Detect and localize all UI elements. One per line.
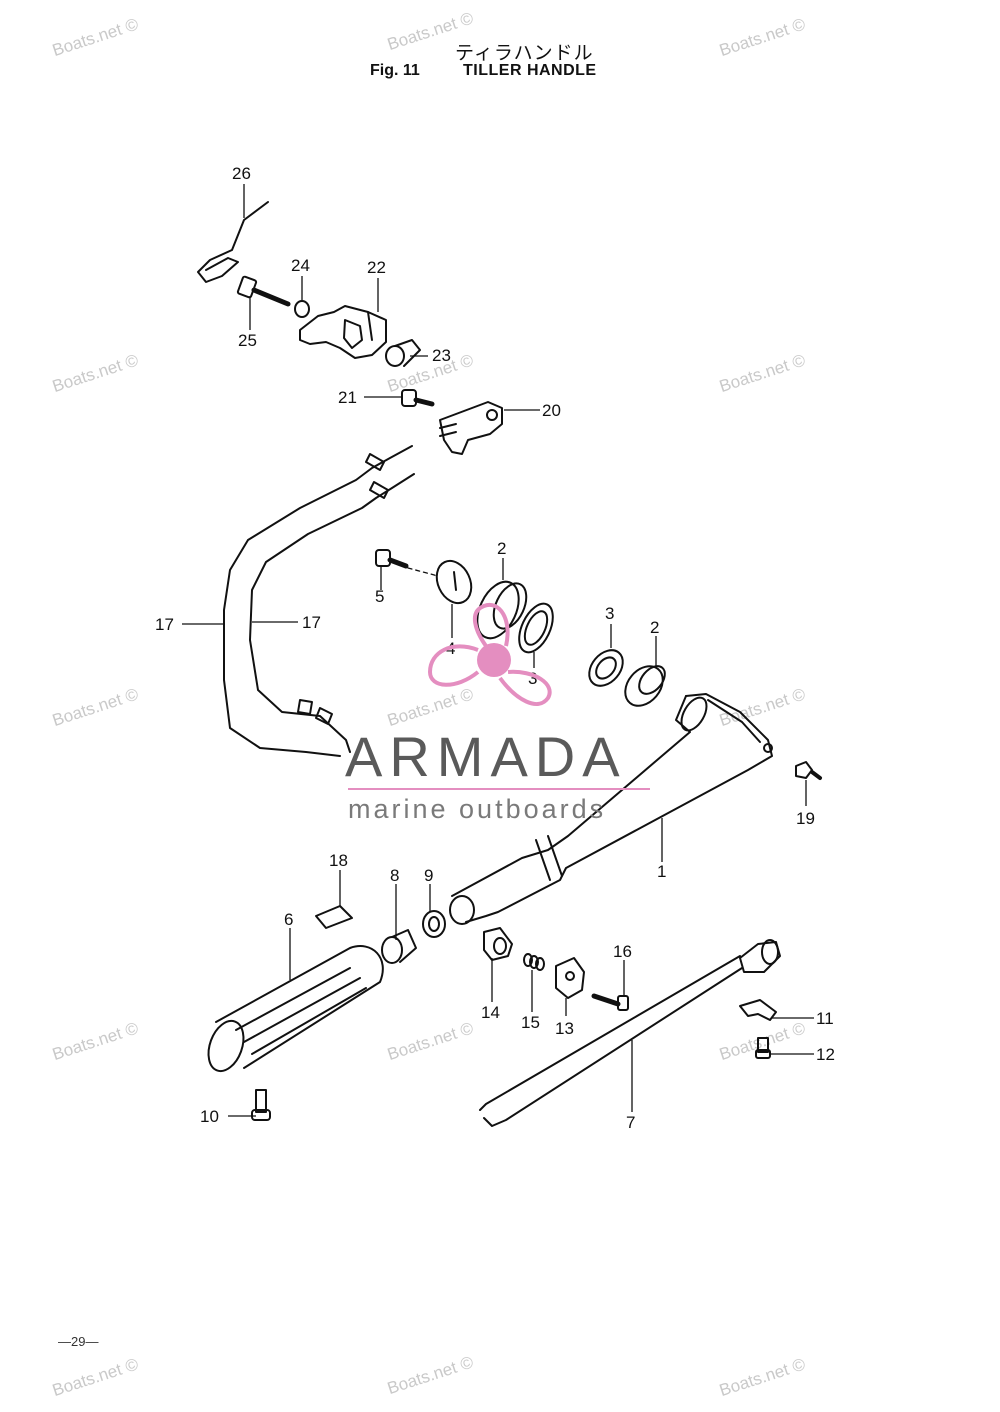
leader-lines bbox=[182, 184, 814, 1117]
part-4-plate bbox=[407, 559, 473, 605]
armada-propeller-logo bbox=[427, 602, 552, 706]
callout-21: 21 bbox=[338, 388, 357, 407]
part-9-washer bbox=[422, 910, 446, 938]
callout-16: 16 bbox=[613, 942, 632, 961]
part-26-wire-clip bbox=[197, 201, 269, 283]
callout-3-upper: 3 bbox=[528, 669, 537, 688]
part-14-bushing bbox=[483, 927, 513, 961]
callout-12: 12 bbox=[816, 1045, 835, 1064]
part-12-screw bbox=[755, 1037, 771, 1059]
callout-18: 18 bbox=[329, 851, 348, 870]
part-15-spring bbox=[523, 953, 545, 971]
callout-5: 5 bbox=[375, 587, 384, 606]
callout-2-upper: 2 bbox=[497, 539, 506, 558]
callout-9: 9 bbox=[424, 866, 433, 885]
callout-19: 19 bbox=[796, 809, 815, 828]
callout-2-right: 2 bbox=[650, 618, 659, 637]
callout-8: 8 bbox=[390, 866, 399, 885]
callout-6: 6 bbox=[284, 910, 293, 929]
callout-24: 24 bbox=[291, 256, 310, 275]
part-20-plate bbox=[439, 401, 503, 455]
part-23-collar bbox=[385, 339, 421, 367]
page-number: —29— bbox=[58, 1334, 99, 1349]
part-5-bolt bbox=[375, 549, 409, 569]
part-3-seal-right bbox=[588, 649, 624, 687]
part-19-nut bbox=[795, 761, 822, 780]
part-25-bolt bbox=[236, 275, 291, 307]
part-6-grip bbox=[207, 945, 384, 1073]
callout-numbers: 26 24 22 25 23 21 20 2 5 17 17 4 3 3 2 1… bbox=[155, 164, 835, 1132]
callout-11: 11 bbox=[816, 1009, 834, 1028]
part-18-label bbox=[315, 905, 353, 929]
callout-1: 1 bbox=[657, 862, 666, 881]
callout-17-left: 17 bbox=[155, 615, 174, 634]
callout-20: 20 bbox=[542, 401, 561, 420]
part-13-clamp bbox=[555, 957, 585, 999]
part-11-clip bbox=[739, 999, 777, 1021]
callout-3-right: 3 bbox=[605, 604, 614, 623]
callout-23: 23 bbox=[432, 346, 451, 365]
part-17-cables bbox=[223, 445, 415, 757]
callout-13: 13 bbox=[555, 1019, 574, 1038]
part-21-screw bbox=[401, 389, 435, 407]
part-10-bolt bbox=[251, 1089, 271, 1121]
callout-25: 25 bbox=[238, 331, 257, 350]
part-2-bushing-upper bbox=[476, 580, 528, 640]
armada-logo-text: ARMADA bbox=[345, 725, 627, 788]
part-3-seal-upper bbox=[518, 602, 554, 654]
part-24-washer bbox=[294, 300, 310, 318]
figure-title: TILLER HANDLE bbox=[463, 62, 597, 79]
callout-17-right: 17 bbox=[302, 613, 321, 632]
armada-logo-tagline: marine outboards bbox=[348, 794, 607, 824]
part-16-screw bbox=[591, 993, 629, 1011]
callout-22: 22 bbox=[367, 258, 386, 277]
part-22-bracket bbox=[299, 305, 387, 359]
figure-number: Fig. 11 bbox=[370, 62, 420, 79]
part-1-tiller-arm bbox=[449, 693, 773, 925]
part-2-bushing-right bbox=[624, 665, 666, 707]
callout-26: 26 bbox=[232, 164, 251, 183]
callout-10: 10 bbox=[200, 1107, 219, 1126]
part-7-shaft bbox=[479, 939, 781, 1127]
callout-7: 7 bbox=[626, 1113, 635, 1132]
title-japanese: ティラハンドル bbox=[455, 42, 594, 64]
part-8-collar bbox=[381, 929, 417, 964]
callout-14: 14 bbox=[481, 1003, 500, 1022]
callout-15: 15 bbox=[521, 1013, 540, 1032]
